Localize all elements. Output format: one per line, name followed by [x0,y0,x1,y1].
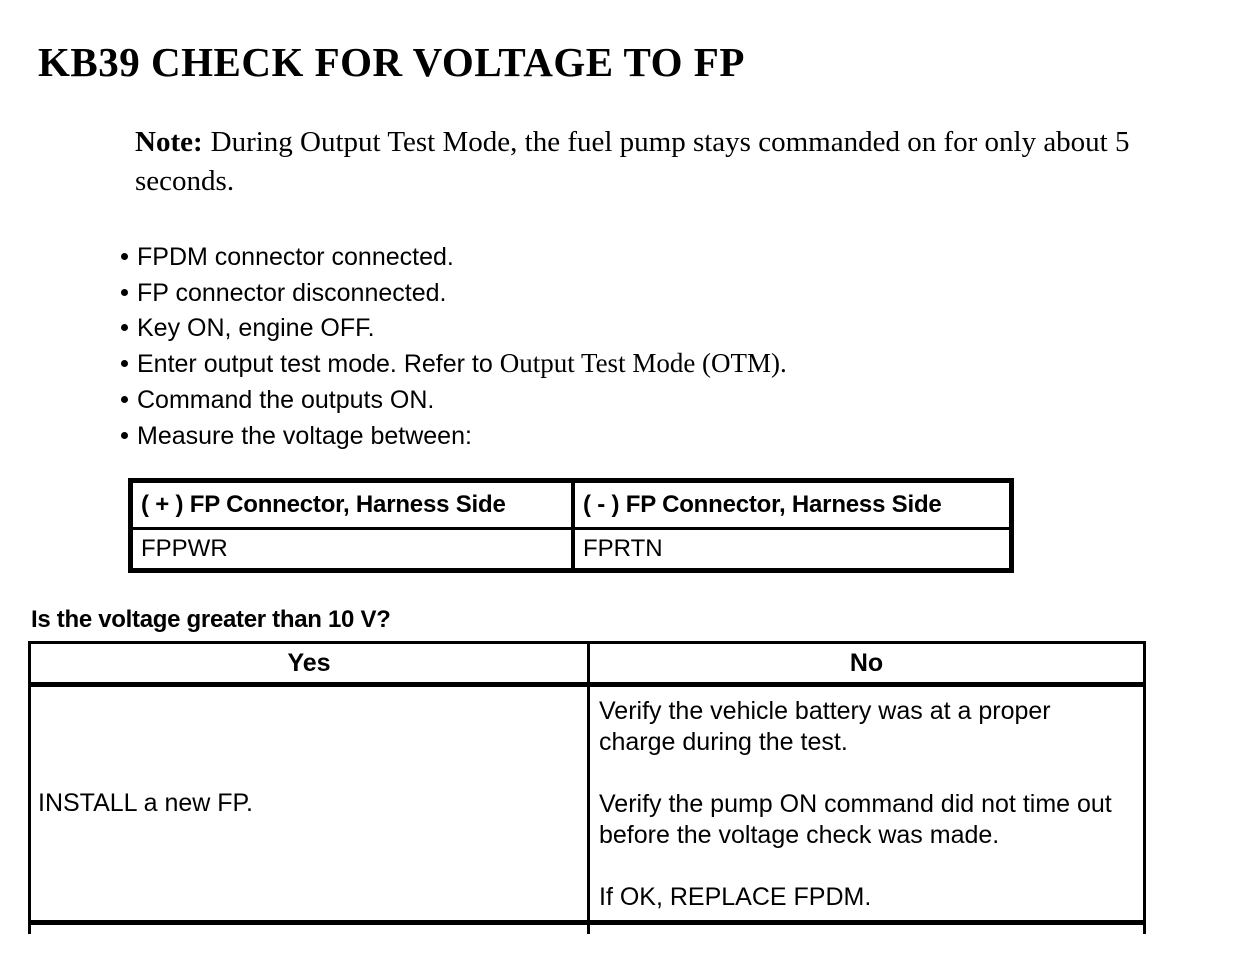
list-item: Enter output test mode. Refer to Output … [118,346,787,382]
measure-cell-fprtn: FPRTN [575,530,1009,568]
measure-header-positive: ( + ) FP Connector, Harness Side [133,483,571,527]
decision-yes-cell: INSTALL a new FP. [31,687,587,920]
measure-header-negative: ( - ) FP Connector, Harness Side [575,483,1009,527]
list-item: FPDM connector connected. [118,239,787,275]
bullet-dot-icon [121,288,128,296]
note-paragraph: Note:During Output Test Mode, the fuel p… [135,123,1147,201]
decision-no-cell: Verify the vehicle battery was at a prop… [590,687,1143,920]
question-label: Is the voltage greater than 10 V? [31,606,391,633]
list-item: FP connector disconnected. [118,275,787,311]
bullet-dot-icon [121,395,128,403]
decision-header-yes: Yes [31,644,587,682]
decision-header-no: No [590,644,1143,682]
note-label: Note: [135,126,203,158]
bullet-dot-icon [121,324,128,332]
bullet-text: FP connector disconnected. [137,278,447,307]
measure-cell-fppwr: FPPWR [133,530,571,568]
output-test-mode-reference: Output Test Mode (OTM). [499,348,787,379]
bullet-text: Enter output test mode. Refer to [137,350,500,379]
yes-action-text: INSTALL a new FP. [38,789,253,817]
table-cutoff-border-stub [1143,925,1146,934]
page-title: KB39 CHECK FOR VOLTAGE TO FP [38,39,745,85]
bullet-text: Measure the voltage between: [137,421,472,450]
bullet-dot-icon [121,360,128,368]
no-action-text: Verify the vehicle battery was at a prop… [599,697,1051,756]
preconditions-list: FPDM connector connected. FP connector d… [118,239,787,453]
list-item: Measure the voltage between: [118,418,787,454]
table-cutoff-border-stub [28,925,31,934]
bullet-dot-icon [121,253,128,260]
list-item: Key ON, engine OFF. [118,310,787,346]
bullet-dot-icon [121,431,128,439]
list-item: Command the outputs ON. [118,382,787,418]
bullet-text: Command the outputs ON. [137,385,435,414]
measurement-table: ( + ) FP Connector, Harness Side ( - ) F… [128,478,1014,573]
bullet-text: FPDM connector connected. [137,243,454,271]
bullet-text: Key ON, engine OFF. [137,314,375,343]
decision-table: Yes No INSTALL a new FP. Verify the vehi… [28,641,1146,925]
note-text: During Output Test Mode, the fuel pump s… [135,126,1130,197]
table-cutoff-border-stub [587,925,590,934]
no-action-text: Verify the pump ON command did not time … [599,790,1112,849]
no-action-text: If OK, REPLACE FPDM. [599,883,872,911]
